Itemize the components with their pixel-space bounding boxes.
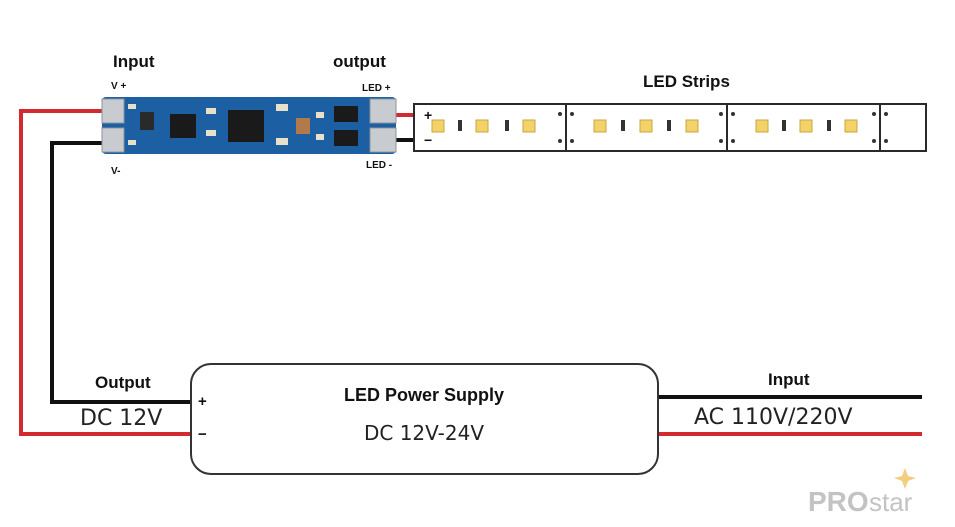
component — [316, 134, 324, 140]
solder-pad — [872, 112, 876, 116]
controller-output-label: output — [333, 52, 386, 71]
led-chip — [844, 119, 858, 133]
psu-output-voltage: DC 12V — [80, 406, 162, 431]
solder-pad — [558, 112, 562, 116]
led-chip — [685, 119, 699, 133]
v-plus-label: V + — [111, 81, 126, 92]
component — [276, 104, 288, 111]
solder-pad — [884, 112, 888, 116]
led-chip — [593, 119, 607, 133]
component — [206, 130, 216, 136]
component — [206, 108, 216, 114]
resistor — [667, 120, 671, 131]
resistor — [458, 120, 462, 131]
controller-board — [101, 97, 397, 154]
led-chip — [639, 119, 653, 133]
solder-pad — [719, 112, 723, 116]
resistor — [621, 120, 625, 131]
solder-pad — [570, 139, 574, 143]
psu-plus-label: + — [198, 393, 207, 410]
solder-pad — [731, 112, 735, 116]
component — [128, 140, 136, 145]
prostar-logo: PRO star — [808, 468, 916, 517]
led-chip — [431, 119, 445, 133]
solder-pad — [558, 139, 562, 143]
led-chip — [799, 119, 813, 133]
solder-pad — [719, 139, 723, 143]
v-minus-label: V- — [111, 166, 120, 177]
output-pad-plus — [369, 98, 397, 124]
psu-output-label: Output — [95, 373, 151, 392]
input-pad-plus — [101, 98, 125, 124]
led-minus-label: LED - — [366, 160, 392, 171]
strip-minus-label: − — [424, 132, 432, 148]
resistor — [827, 120, 831, 131]
resistor — [505, 120, 509, 131]
component — [140, 112, 154, 130]
power-supply-box — [190, 363, 659, 475]
component — [128, 104, 136, 109]
logo-bold: PRO — [808, 486, 869, 517]
controller-ic — [228, 110, 264, 142]
component — [316, 112, 324, 118]
led-chips — [431, 112, 888, 143]
led-strip — [413, 103, 927, 152]
component — [296, 118, 310, 134]
led-chip — [475, 119, 489, 133]
input-pad-minus — [101, 127, 125, 153]
psu-minus-label: − — [198, 426, 207, 443]
strip-plus-label: + — [424, 107, 432, 123]
output-mosfet-1 — [334, 106, 358, 122]
output-pad-minus — [369, 127, 397, 153]
mosfet-chip — [170, 114, 196, 138]
resistor — [782, 120, 786, 131]
power-supply-title: LED Power Supply — [344, 385, 504, 405]
controller-input-label: Input — [113, 52, 155, 71]
mains-input-label: Input — [768, 370, 810, 389]
red-wire-positive — [19, 109, 191, 436]
solder-pad — [884, 139, 888, 143]
solder-pad — [872, 139, 876, 143]
led-plus-label: LED + — [362, 83, 391, 94]
led-strips-title: LED Strips — [643, 72, 730, 91]
led-chip — [522, 119, 536, 133]
wires — [19, 109, 922, 436]
black-wire-negative — [50, 141, 191, 404]
star-icon — [894, 468, 916, 489]
solder-pad — [570, 112, 574, 116]
solder-pad — [731, 139, 735, 143]
component — [276, 138, 288, 145]
led-chip — [755, 119, 769, 133]
output-mosfet-2 — [334, 130, 358, 146]
power-supply-range: DC 12V-24V — [364, 421, 484, 445]
logo-light: star — [869, 487, 913, 517]
mains-input-voltage: AC 110V/220V — [694, 405, 853, 430]
